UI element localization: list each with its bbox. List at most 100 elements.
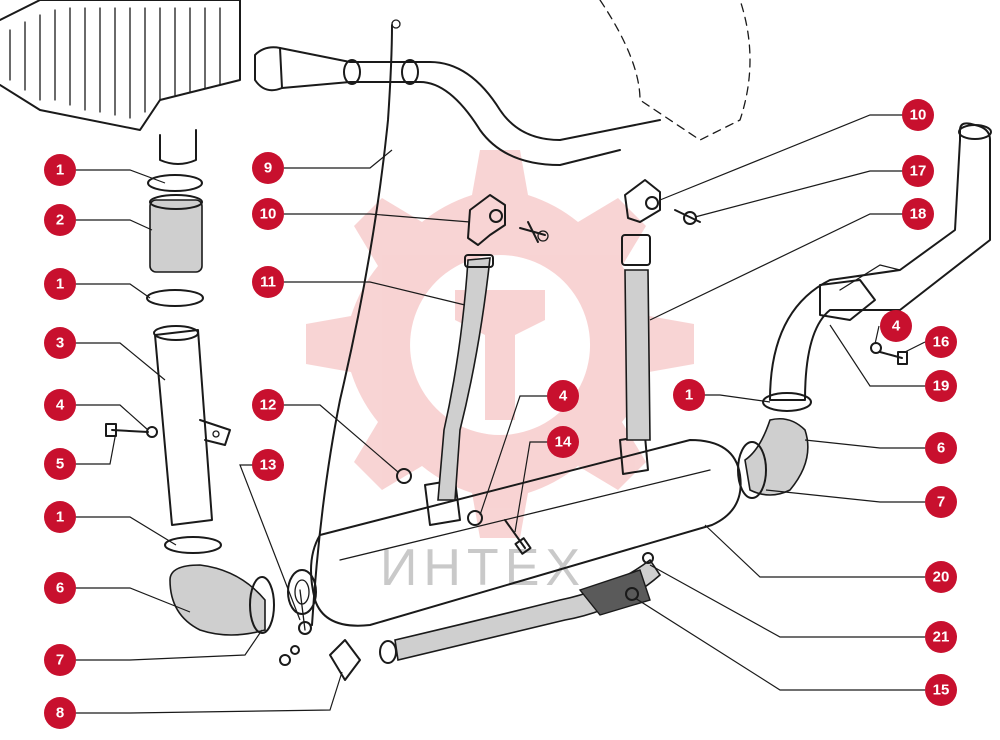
callout-circle — [252, 198, 284, 230]
callout-c-2: 2 — [44, 204, 76, 236]
callout-c-17: 17 — [902, 155, 934, 187]
callout-c-7b: 7 — [925, 486, 957, 518]
callout-label: 6 — [937, 440, 945, 457]
callout-label: 12 — [260, 397, 277, 414]
callout-c-6b: 6 — [925, 432, 957, 464]
exhaust-elbow-19 — [769, 122, 992, 401]
callout-c-16: 16 — [925, 326, 957, 358]
callout-c-11: 11 — [252, 266, 284, 298]
callout-label: 7 — [56, 652, 64, 669]
callout-label: 13 — [260, 457, 277, 474]
callout-label: 10 — [910, 107, 927, 124]
callout-circle — [252, 152, 284, 184]
callout-c-13: 13 — [252, 449, 284, 481]
callout-c-1a: 1 — [44, 154, 76, 186]
elbow-hose-6-left — [169, 564, 266, 636]
callout-circle — [44, 204, 76, 236]
callout-label: 1 — [56, 509, 64, 526]
callout-label: 19 — [933, 378, 950, 395]
clamp-1-third — [164, 536, 222, 554]
nut-12 — [396, 468, 412, 484]
callout-c-10a: 10 — [252, 198, 284, 230]
wire-9 — [311, 24, 393, 626]
callout-label: 6 — [56, 580, 64, 597]
callout-label: 16 — [933, 334, 950, 351]
callout-circle — [44, 154, 76, 186]
radiator — [0, 0, 241, 165]
callout-label: 5 — [56, 456, 64, 473]
callout-circle — [547, 426, 579, 458]
clamp-1-top — [147, 174, 203, 192]
callout-circle — [44, 448, 76, 480]
callout-c-12: 12 — [252, 389, 284, 421]
callout-label: 4 — [56, 397, 65, 414]
callout-label: 1 — [56, 162, 64, 179]
hose-2 — [149, 194, 203, 273]
hose-11 — [437, 254, 494, 501]
watermark-text: ИНТЕХ — [380, 539, 586, 597]
callout-label: 3 — [56, 335, 64, 352]
bolt-16 — [879, 351, 908, 365]
hose-18 — [621, 234, 651, 441]
callout-c-8: 8 — [44, 697, 76, 729]
callout-circle — [902, 99, 934, 131]
bolt-14 — [504, 519, 532, 555]
callout-c-10b: 10 — [902, 99, 934, 131]
callout-label: 15 — [933, 682, 950, 699]
callout-c-4b: 4 — [547, 380, 579, 412]
callout-circle — [925, 486, 957, 518]
callout-circle — [252, 389, 284, 421]
fitting-13 — [298, 589, 312, 635]
callout-c-7a: 7 — [44, 644, 76, 676]
callout-circle — [673, 379, 705, 411]
fitting-10-right — [624, 179, 661, 223]
callout-label: 4 — [892, 318, 901, 335]
callout-label: 17 — [910, 163, 927, 180]
plug-17 — [674, 209, 701, 225]
callout-circle — [902, 198, 934, 230]
fitting-10-left — [467, 194, 549, 246]
callout-c-4c: 4 — [880, 310, 912, 342]
upper-pipe — [254, 0, 751, 166]
callout-circle — [925, 621, 957, 653]
callout-c-6a: 6 — [44, 572, 76, 604]
callout-label: 1 — [685, 387, 693, 404]
callout-c-1b: 1 — [44, 268, 76, 300]
wire-9-end — [391, 19, 401, 29]
callout-circle — [547, 380, 579, 412]
callout-c-19: 19 — [925, 370, 957, 402]
tank-20 — [287, 435, 742, 627]
callout-label: 7 — [937, 494, 945, 511]
callout-c-5: 5 — [44, 448, 76, 480]
callout-circle — [925, 432, 957, 464]
callout-c-1d: 1 — [673, 379, 705, 411]
callout-label: 4 — [559, 388, 568, 405]
callout-circle — [252, 266, 284, 298]
callout-c-4a: 4 — [44, 389, 76, 421]
callout-circle — [44, 572, 76, 604]
callout-circle — [44, 389, 76, 421]
callout-c-9: 9 — [252, 152, 284, 184]
callout-c-1c: 1 — [44, 501, 76, 533]
fitting-15 — [578, 552, 654, 616]
callout-circle — [252, 449, 284, 481]
callout-c-20: 20 — [925, 561, 957, 593]
flange-7-right — [737, 441, 767, 499]
clamp-1-second — [146, 289, 204, 307]
callout-c-15: 15 — [925, 674, 957, 706]
clamp-1-right — [762, 392, 812, 412]
callout-label: 21 — [933, 629, 950, 646]
lower-hose-21 — [379, 558, 662, 664]
callout-circle — [44, 327, 76, 359]
bolt-5 — [105, 423, 149, 437]
callout-circle — [925, 370, 957, 402]
callout-circle — [44, 644, 76, 676]
callout-circle — [44, 501, 76, 533]
callout-circle — [925, 326, 957, 358]
callout-circle — [44, 697, 76, 729]
callout-label: 18 — [910, 206, 927, 223]
callout-circle — [880, 310, 912, 342]
washer-4-right — [870, 342, 882, 354]
